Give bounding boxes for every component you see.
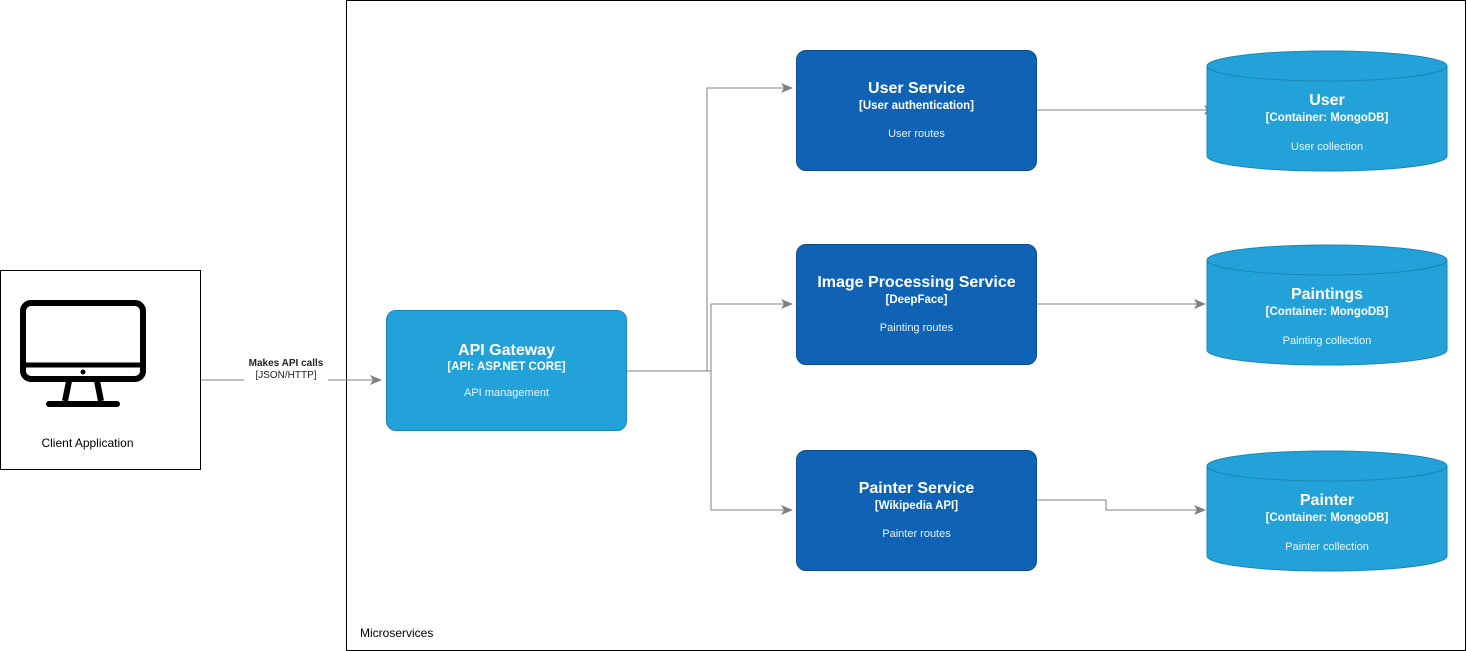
node-description: User collection — [1290, 141, 1364, 153]
desktop-monitor-icon — [20, 300, 146, 407]
paintings-database-node[interactable]: Paintings [Container: MongoDB] Painting … — [1206, 244, 1448, 366]
node-tech: [Container: MongoDB] — [1265, 112, 1389, 124]
node-name: User Service — [868, 80, 965, 97]
node-name: API Gateway — [458, 342, 555, 359]
edge-gateway-to-painter-service — [627, 370, 793, 515]
client-application-node[interactable]: Client Application — [0, 270, 201, 470]
edge-painter-service-to-db — [1037, 499, 1206, 515]
node-description: Painting routes — [879, 322, 954, 334]
node-name: Painter Service — [858, 480, 975, 497]
edge-label-client-gateway: Makes API calls [JSON/HTTP] — [244, 358, 328, 382]
node-description: Painter collection — [1285, 541, 1369, 553]
node-name: Painter — [1299, 492, 1355, 509]
node-name: Paintings — [1290, 286, 1363, 303]
boundary-label: Microservices — [360, 626, 434, 640]
edge-gateway-to-user-service — [627, 83, 793, 372]
node-description: Painter routes — [882, 528, 951, 540]
node-tech: [Container: MongoDB] — [1265, 512, 1389, 524]
image-processing-service-node[interactable]: Image Processing Service [DeepFace] Pain… — [796, 244, 1037, 365]
node-name: User — [1309, 92, 1345, 109]
node-description: Painting collection — [1282, 335, 1372, 347]
node-tech: [User authentication] — [858, 100, 974, 112]
edge-label-text: Makes API calls — [248, 358, 324, 369]
node-name: Image Processing Service — [817, 274, 1016, 291]
node-description: API management — [464, 387, 549, 399]
user-database-node[interactable]: User [Container: MongoDB] User collectio… — [1206, 50, 1448, 172]
node-tech: [Container: MongoDB] — [1265, 306, 1389, 318]
painter-database-node[interactable]: Painter [Container: MongoDB] Painter col… — [1206, 450, 1448, 572]
node-tech: [Wikipedia API] — [874, 500, 959, 512]
database-cylinder-icon — [1206, 450, 1448, 572]
client-label: Client Application — [41, 436, 134, 450]
edge-label-tech: [JSON/HTTP] — [255, 370, 317, 381]
node-tech: [API: ASP.NET CORE] — [447, 361, 566, 373]
api-gateway-node[interactable]: API Gateway [API: ASP.NET CORE] API mana… — [386, 310, 627, 431]
edge-gateway-to-image-service — [627, 299, 793, 372]
database-cylinder-icon — [1206, 50, 1448, 172]
user-service-node[interactable]: User Service [User authentication] User … — [796, 50, 1037, 171]
database-cylinder-icon — [1206, 244, 1448, 366]
node-tech: [DeepFace] — [885, 294, 948, 306]
painter-service-node[interactable]: Painter Service [Wikipedia API] Painter … — [796, 450, 1037, 571]
node-description: User routes — [888, 128, 945, 140]
